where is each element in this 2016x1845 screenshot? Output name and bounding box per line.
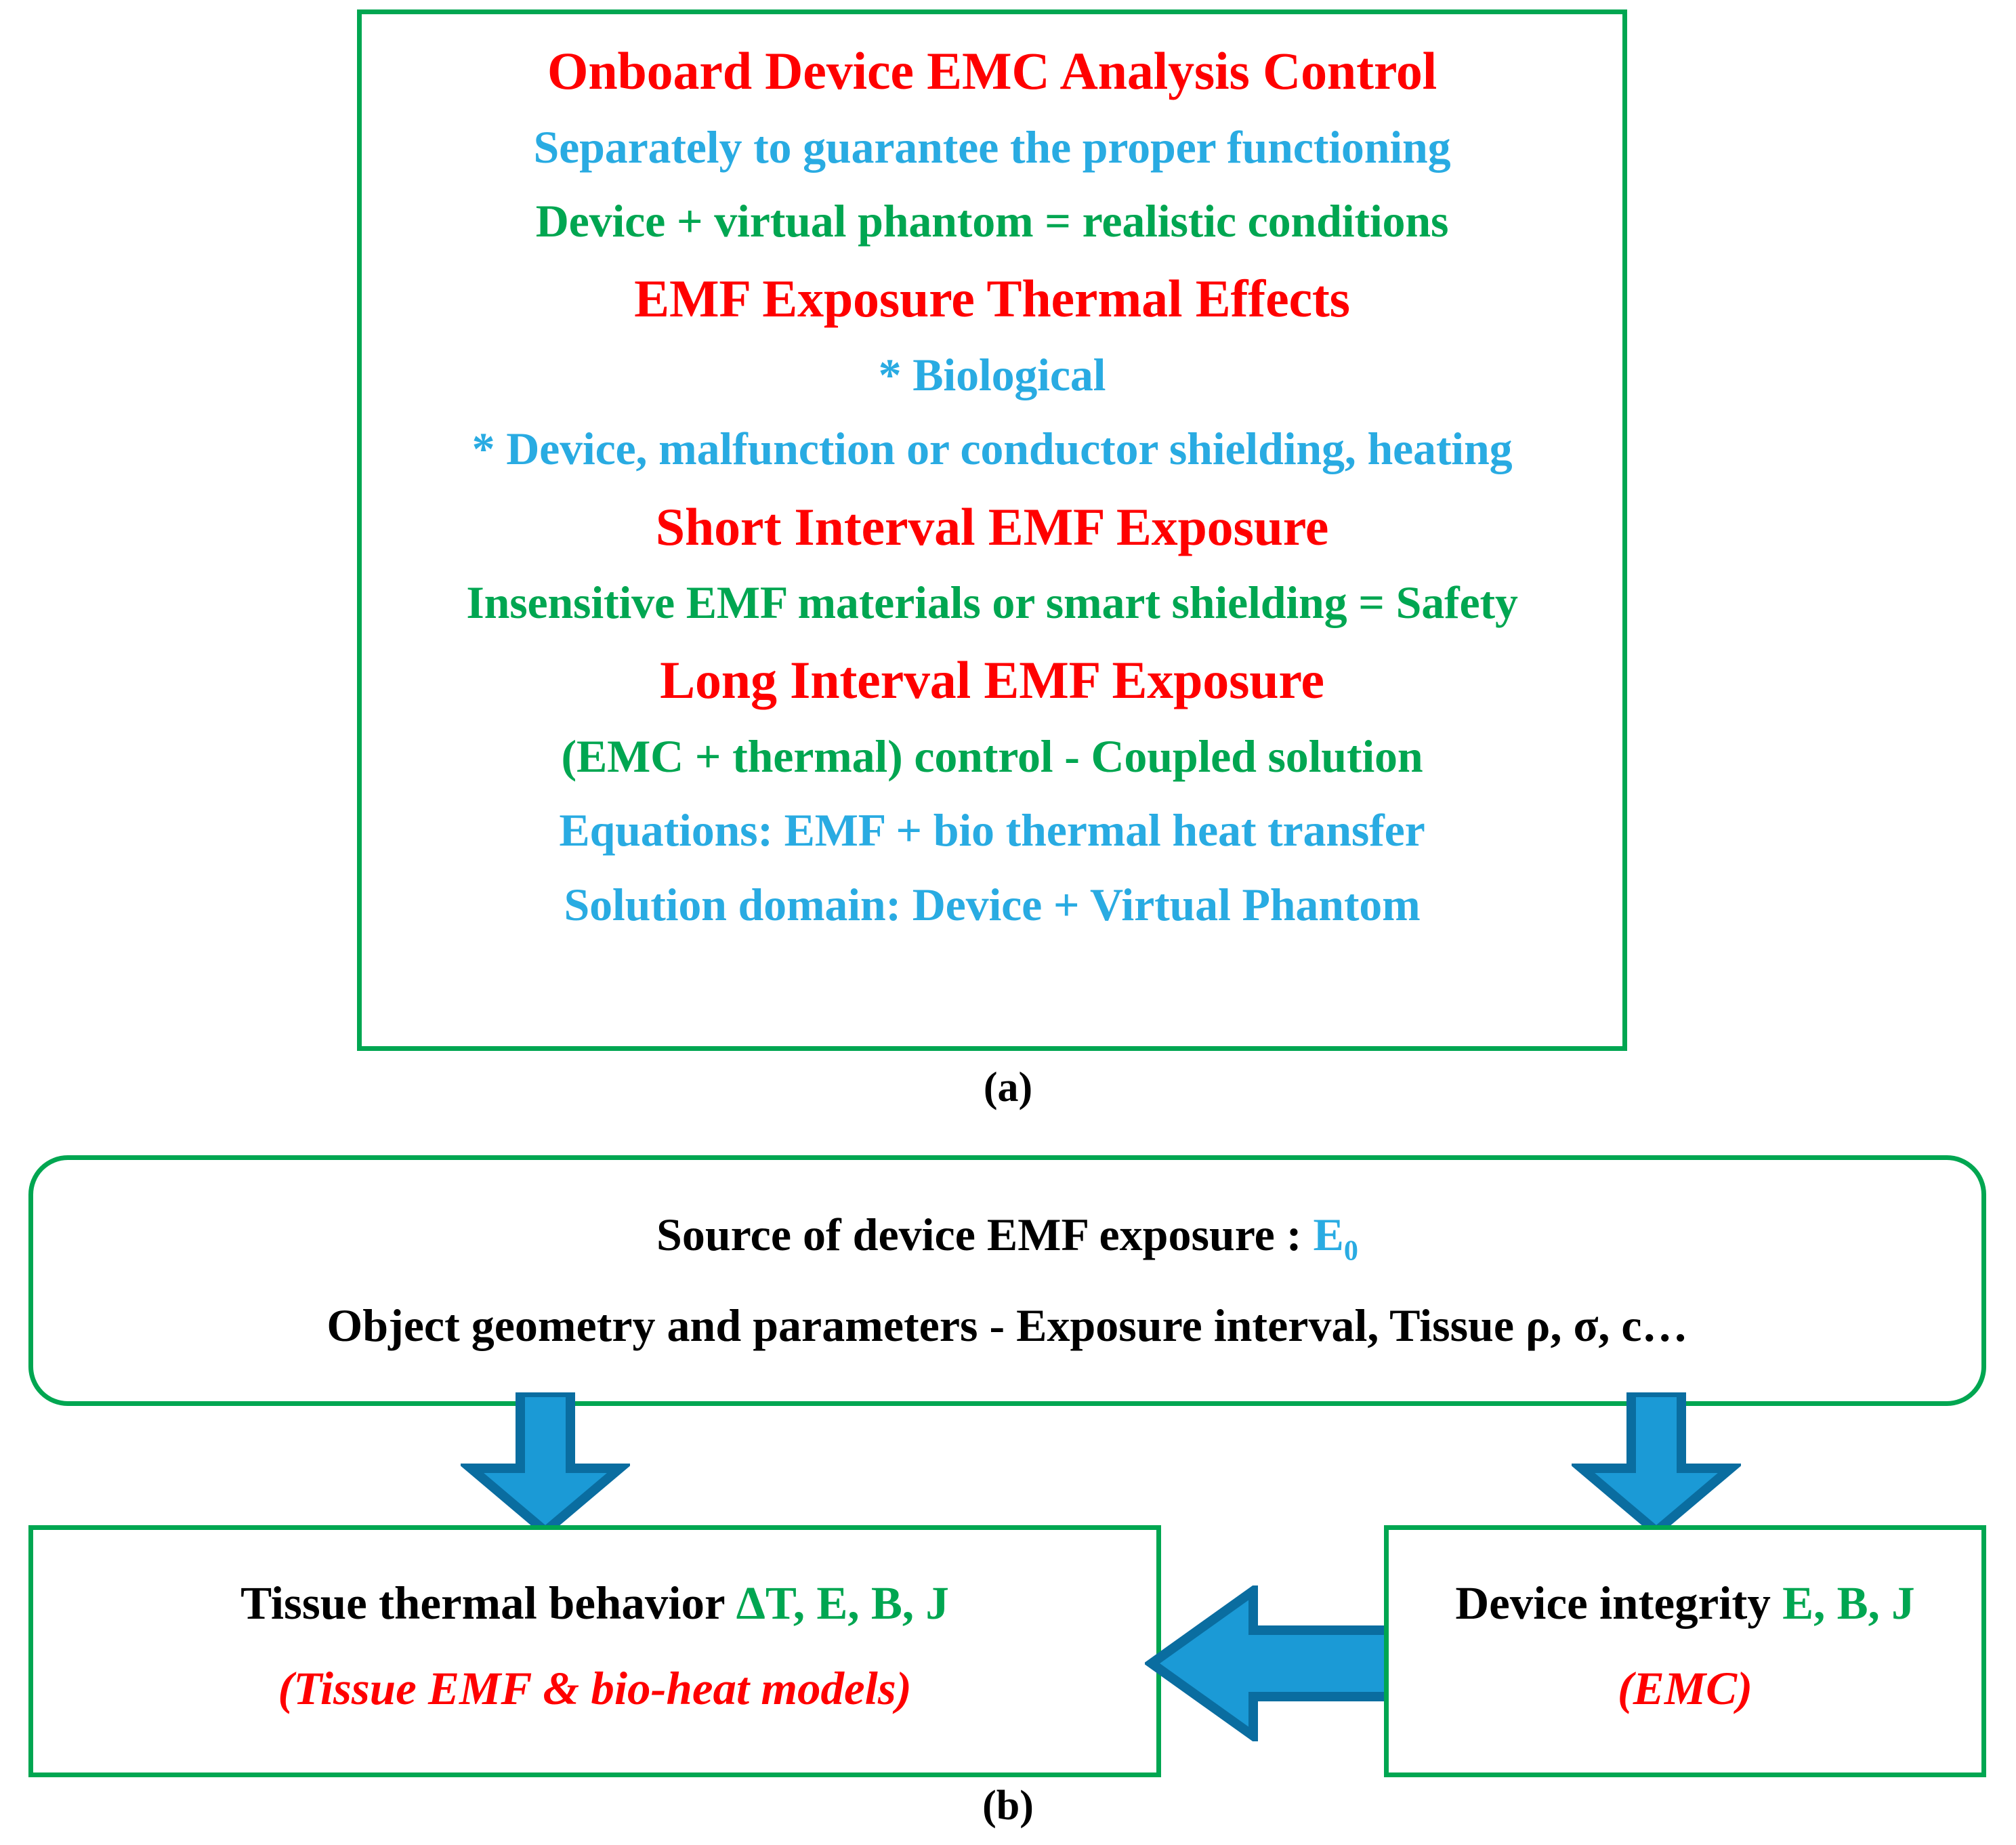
panel-b-label: (b) xyxy=(982,1783,1034,1829)
panel-a-box: Onboard Device EMC Analysis Control Sepa… xyxy=(357,9,1627,1051)
panel-a-line-3: Device + virtual phantom = realistic con… xyxy=(535,194,1449,247)
device-integrity-prefix: Device integrity xyxy=(1455,1577,1783,1629)
device-integrity-vars: E, B, J xyxy=(1782,1577,1915,1629)
panel-a-line-6: * Device, malfunction or conductor shiel… xyxy=(471,423,1513,475)
arrow-device-to-tissue-icon xyxy=(1145,1585,1395,1741)
panel-a-line-12: Solution domain: Device + Virtual Phanto… xyxy=(564,878,1421,930)
panel-a-line-1: Onboard Device EMC Analysis Control xyxy=(547,41,1437,100)
device-integrity-box: Device integrity E, B, J (EMC) xyxy=(1384,1525,1986,1777)
tissue-thermal-vars: ΔT, E, B, J xyxy=(736,1577,949,1629)
source-exposure-symbol: E0 xyxy=(1313,1209,1358,1267)
panel-b: Source of device EMF exposure : E0 Objec… xyxy=(0,1152,2016,1829)
device-integrity-title: Device integrity E, B, J xyxy=(1455,1579,1914,1628)
tissue-thermal-models: (Tissue EMF & bio-heat models) xyxy=(278,1663,912,1715)
arrow-down-to-device-icon xyxy=(1572,1392,1741,1535)
source-exposure-line: Source of device EMF exposure : E0 xyxy=(656,1211,1358,1266)
tissue-thermal-prefix: Tissue thermal behavior xyxy=(240,1577,736,1629)
source-exposure-symbol-subscript: 0 xyxy=(1343,1235,1358,1267)
device-integrity-emc: (EMC) xyxy=(1617,1663,1753,1715)
panel-a-line-10: (EMC + thermal) control - Coupled soluti… xyxy=(561,730,1423,782)
panel-a-line-11: Equations: EMF + bio thermal heat transf… xyxy=(559,804,1425,856)
object-geometry-line: Object geometry and parameters - Exposur… xyxy=(327,1300,1688,1352)
panel-a-line-4: EMF Exposure Thermal Effects xyxy=(634,269,1350,329)
tissue-thermal-title: Tissue thermal behavior ΔT, E, B, J xyxy=(240,1579,949,1628)
panel-a-line-9: Long Interval EMF Exposure xyxy=(660,650,1324,710)
arrow-down-to-tissue-icon xyxy=(461,1392,630,1535)
panel-a-line-2: Separately to guarantee the proper funct… xyxy=(533,121,1451,173)
panel-a-label: (a) xyxy=(983,1064,1033,1111)
source-parameters-box: Source of device EMF exposure : E0 Objec… xyxy=(28,1155,1986,1406)
panel-a-line-5: * Biological xyxy=(878,348,1106,400)
panel-a-line-7: Short Interval EMF Exposure xyxy=(655,497,1329,556)
panel-a-line-8: Insensitive EMF materials or smart shiel… xyxy=(466,577,1518,629)
tissue-thermal-behavior-box: Tissue thermal behavior ΔT, E, B, J (Tis… xyxy=(28,1525,1161,1777)
source-exposure-prefix: Source of device EMF exposure : xyxy=(656,1209,1314,1261)
